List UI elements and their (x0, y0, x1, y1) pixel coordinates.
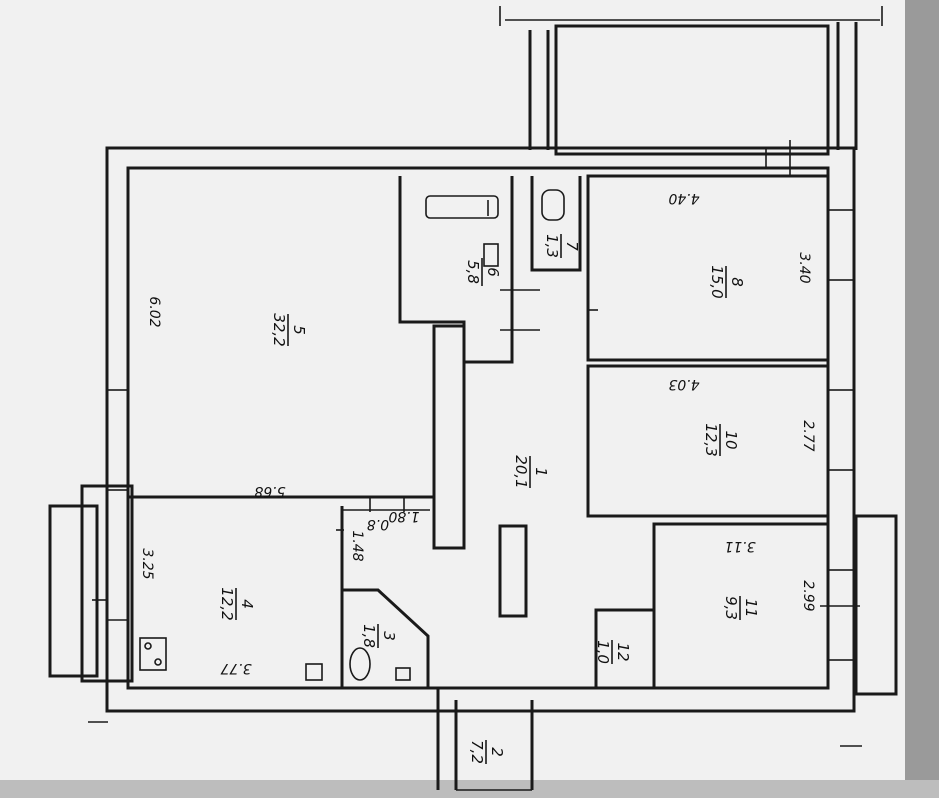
room-area: 20,1 (512, 455, 530, 488)
room-number: 11 (742, 598, 760, 617)
room-number: 5 (290, 325, 308, 335)
bottom-shadow (0, 780, 939, 798)
room-label-4: 4 12,2 (218, 587, 256, 620)
room-label-10: 10 12,3 (702, 423, 740, 456)
room-number: 6 (484, 267, 502, 277)
dimension-4-03: 4.03 (668, 376, 699, 392)
dimension-4-40: 4.40 (668, 190, 699, 206)
room-label-1: 1 20,1 (512, 455, 550, 488)
room-label-5: 5 32,2 (270, 313, 308, 346)
room-area: 9,3 (722, 596, 740, 620)
room-label-11: 11 9,3 (722, 596, 760, 620)
room-number: 7 (563, 241, 581, 251)
room-area: 1,0 (594, 640, 612, 664)
dimension-0-8: 0.8 (367, 516, 389, 532)
room-label-7: 7 1,3 (543, 234, 581, 258)
dimension-3-11: 3.11 (724, 538, 755, 554)
room-number: 2 (488, 747, 506, 757)
room-number: 10 (722, 430, 740, 449)
dimension-6-02: 6.02 (146, 296, 162, 327)
dimension-3-25: 3.25 (139, 548, 155, 579)
dimension-5-68: 5.68 (254, 483, 285, 499)
room-area: 12,2 (218, 587, 236, 620)
room-label-6: 6 5,8 (464, 258, 502, 286)
room-number: 4 (238, 599, 256, 609)
dimension-2-77: 2.77 (800, 420, 816, 451)
dimension-1-80: 1.80 (388, 508, 419, 524)
room-area: 7,2 (468, 740, 486, 764)
room-number: 8 (728, 277, 746, 287)
room-number: 1 (532, 467, 550, 477)
outer-walls (48, 6, 898, 791)
room-number: 3 (380, 631, 398, 641)
room-area: 1,8 (360, 624, 378, 648)
room-area: 5,8 (464, 260, 482, 284)
dimension-3-40: 3.40 (796, 252, 812, 283)
room-label-8: 8 15,0 (708, 265, 746, 298)
room-area: 1,3 (543, 234, 561, 258)
room-number: 12 (614, 642, 632, 661)
dimension-2-99: 2.99 (800, 580, 816, 611)
room-area: 15,0 (708, 265, 726, 298)
interior-walls (128, 174, 830, 690)
room-area: 32,2 (270, 313, 288, 346)
dimension-1-48: 1.48 (349, 530, 365, 561)
right-shadow (905, 0, 939, 798)
dimension-3-77: 3.77 (220, 660, 251, 676)
room-label-3: 3 1,8 (360, 624, 398, 648)
dimension-labels: 6.02 5.68 3.25 3.77 1.48 0.8 1.80 4.40 3… (139, 190, 816, 676)
room-label-2: 2 7,2 (468, 740, 506, 764)
room-label-12: 12 1,0 (594, 640, 632, 664)
room-labels: 5 32,2 6 5,8 7 1,3 8 15,0 1 20,1 10 12,3 (218, 234, 760, 764)
room-area: 12,3 (702, 423, 720, 456)
